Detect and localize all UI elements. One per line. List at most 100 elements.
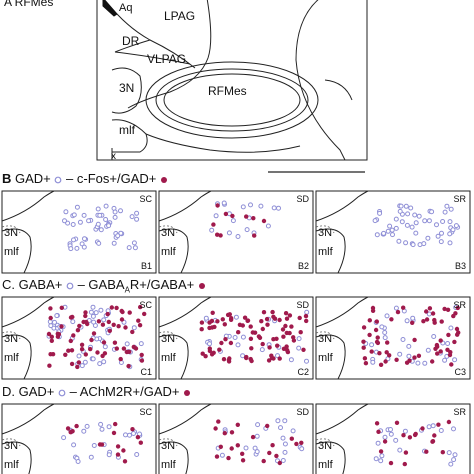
double-labeled-dot [446,419,452,425]
double-labeled-dot [303,313,309,319]
gad-cell-dot [209,227,215,233]
double-labeled-dot [79,347,85,352]
gad-cell-dot [271,205,277,211]
double-labeled-dot [63,352,68,357]
panel-3n-label: 3N [4,440,18,452]
double-labeled-dot [454,326,460,332]
double-labeled-dot [210,310,215,315]
gad-cell-dot [276,205,281,211]
gad-cell-dot [406,353,412,359]
gad-cell-dot [412,212,418,218]
double-labeled-dot [416,353,422,358]
gad-cell-dot [101,359,107,365]
double-labeled-dot [142,311,147,317]
gad-cell-dot [244,227,250,233]
double-labeled-dot [407,435,413,440]
double-labeled-dot [299,440,304,445]
gad-cell-dot [389,227,395,233]
gad-cell-dot [382,335,388,341]
gad-cell-dot [282,441,288,447]
gad-cell-dot [381,230,387,236]
panel-condition-label: SD [296,194,309,204]
double-labeled-dot [101,340,107,345]
double-labeled-dot [281,346,287,351]
gad-cell-dot [126,245,132,251]
double-labeled-dot [215,319,220,324]
rfmes-outline-mid [155,68,309,132]
double-labeled-dot [430,359,435,364]
double-labeled-dot [387,353,392,358]
double-labeled-dot [442,306,447,312]
double-labeled-dot [250,434,256,440]
double-labeled-dot [215,203,220,208]
double-labeled-dot [375,335,380,340]
double-labeled-dot [66,348,71,353]
double-labeled-dot [139,358,145,363]
nucleus-boundary [1,228,32,274]
gad-cell-dot [106,452,112,458]
gad-cell-dot [405,211,411,217]
double-labeled-dot [89,337,94,343]
label-dr: DR [122,34,140,48]
open-circle-icon [58,389,66,396]
panel-frame [315,190,471,274]
double-labeled-dot [218,444,223,449]
lateral-boundary [295,0,346,161]
aqueduct-shape [102,0,118,17]
gad-cell-dot [112,209,118,215]
gad-cell-dot [61,435,67,441]
row-b-heading-text: GAD+ [15,171,51,186]
double-labeled-dot [71,333,76,338]
gad-cell-dot [404,222,410,228]
gad-cell-dot [88,309,94,315]
gad-cell-dot [430,423,436,429]
gad-cell-dot [82,236,87,242]
gad-cell-dot [410,315,416,321]
gad-cell-dot [240,353,246,359]
nucleus-boundary [315,441,346,474]
gad-cell-dot [442,357,448,363]
double-labeled-dot [76,360,82,365]
double-labeled-dot [361,345,366,350]
double-labeled-dot [289,436,294,441]
double-labeled-dot [221,357,227,362]
double-labeled-dot [402,461,407,467]
double-labeled-dot [212,324,217,330]
double-labeled-dot [401,305,406,310]
nucleus-boundary [315,228,346,274]
double-labeled-dot [271,337,276,342]
double-labeled-dot [445,307,451,312]
double-labeled-dot [130,329,135,335]
gad-cell-dot [252,445,258,451]
gad-cell-dot [102,344,108,350]
gad-cell-dot [422,360,428,366]
gad-cell-dot [101,317,107,323]
double-labeled-dot [121,448,126,453]
gad-cell-dot [387,223,393,229]
double-labeled-dot [382,439,388,444]
gad-cell-dot [408,205,414,211]
gad-cell-dot [448,461,454,467]
gad-cell-dot [127,432,132,438]
double-labeled-dot [369,349,374,354]
gad-cell-dot [258,203,264,209]
double-labeled-dot [59,324,64,329]
gad-cell-dot [280,458,286,463]
double-labeled-dot [211,350,216,355]
double-labeled-dot [271,356,276,361]
double-labeled-dot [410,320,415,325]
gad-cell-dot [444,203,450,209]
label-vlpag: VLPAG [147,52,186,66]
gad-cell-dot [304,358,309,364]
double-labeled-dot [374,421,380,426]
double-labeled-dot [394,357,399,362]
double-labeled-dot [127,349,132,354]
double-labeled-dot [69,348,75,353]
row-d-heading-mid: – AChM2R+/GAD+ [69,384,180,399]
gad-cell-dot [299,446,305,452]
gad-cell-dot [421,241,427,247]
double-labeled-dot [138,304,143,310]
double-labeled-dot [83,310,88,315]
